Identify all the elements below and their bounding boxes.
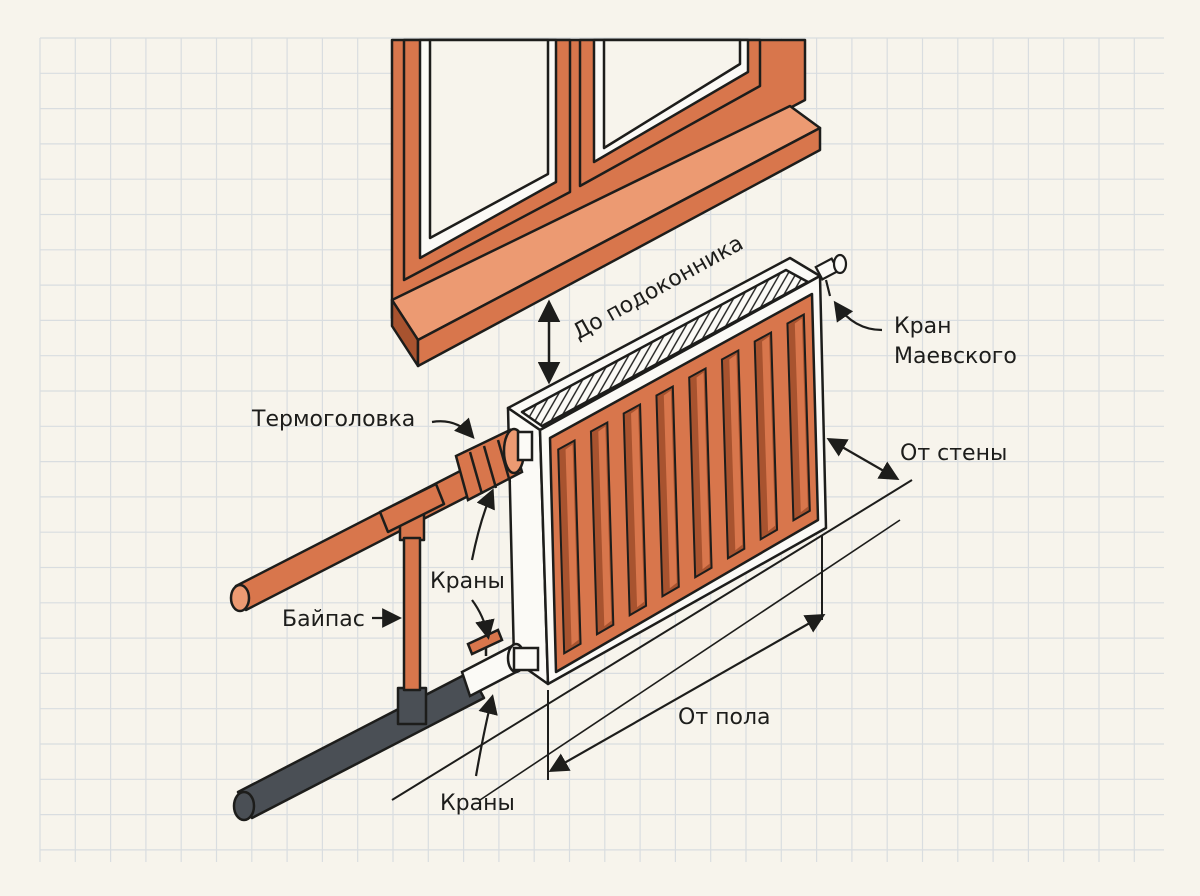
arrow-icon [474, 694, 498, 777]
wall-dimension-arrow [826, 438, 900, 480]
arrow-icon [470, 488, 495, 561]
mayevsky-label-line2: Маевского [894, 344, 1017, 369]
leader-arrows [372, 300, 883, 777]
radiator-fin-highlight [663, 390, 677, 589]
radiator-fin-highlight [696, 372, 710, 570]
from-wall-label: От стены [900, 441, 1007, 466]
radiator-fin-highlight [729, 354, 743, 551]
bypass-label: Байпас [282, 607, 365, 632]
arrow-icon [833, 300, 883, 332]
valves-top-label: Краны [430, 569, 505, 594]
pipe-icon [229, 464, 486, 822]
window-icon [390, 38, 822, 368]
arrow-icon [471, 599, 495, 640]
thermostat-head-icon [454, 427, 534, 502]
radiator-fin-highlight [794, 318, 808, 513]
air-vent-icon [814, 253, 848, 297]
radiator-fins [557, 312, 811, 655]
radiator-fin-highlight [631, 408, 645, 608]
mayevsky-label-line1: Кран [894, 314, 951, 339]
radiator-fin-highlight [565, 444, 579, 646]
radiator-fin-highlight [762, 336, 776, 532]
floor-dimension-arrow [548, 614, 826, 772]
from-floor-label: От пола [678, 705, 771, 730]
radiator-fin-highlight [598, 426, 612, 627]
arrow-icon [431, 417, 475, 439]
thermo-head-label: Термоголовка [251, 407, 415, 432]
valves-bottom-label: Краны [440, 791, 515, 816]
